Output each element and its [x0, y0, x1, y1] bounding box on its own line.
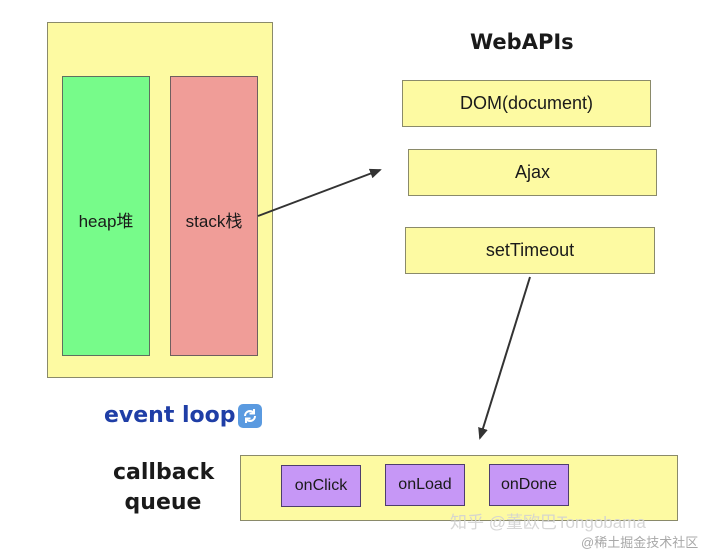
- heap-box: heap堆: [62, 76, 150, 356]
- callback-onclick: onClick: [281, 465, 361, 507]
- webapis-title: WebAPIs: [470, 30, 574, 54]
- watermark-zhihu: 知乎 @董欧巴Tongobama: [450, 513, 646, 532]
- webapi-dom-label: DOM(document): [459, 93, 594, 113]
- settimeout-to-queue-arrow: [478, 276, 531, 440]
- event-loop-text: event loop: [104, 403, 236, 428]
- refresh-icon: [237, 403, 262, 428]
- webapi-ajax-box: Ajax: [408, 149, 657, 196]
- callback-ondone: onDone: [489, 464, 569, 506]
- callback-queue-label: callback queue: [113, 458, 215, 518]
- stack-to-webapis-arrow: [257, 168, 382, 217]
- webapi-settimeout-label: setTimeout: [485, 240, 575, 260]
- webapi-settimeout-box: setTimeout: [405, 227, 655, 274]
- callback-queue-label-line2: queue: [124, 490, 202, 515]
- event-loop-label: event loop: [104, 403, 262, 428]
- watermark-juejin: @稀土掘金技术社区: [581, 535, 699, 550]
- callback-onload-label: onLoad: [398, 476, 452, 493]
- callback-ondone-label: onDone: [500, 476, 558, 493]
- heap-label: heap堆: [78, 212, 134, 231]
- webapi-ajax-label: Ajax: [514, 162, 550, 182]
- callback-onclick-label: onClick: [294, 477, 348, 494]
- stack-label: stack栈: [185, 212, 243, 231]
- callback-queue-label-line1: callback: [113, 460, 215, 485]
- callback-onload: onLoad: [385, 464, 465, 506]
- webapi-dom-box: DOM(document): [402, 80, 651, 127]
- stack-box: stack栈: [170, 76, 258, 356]
